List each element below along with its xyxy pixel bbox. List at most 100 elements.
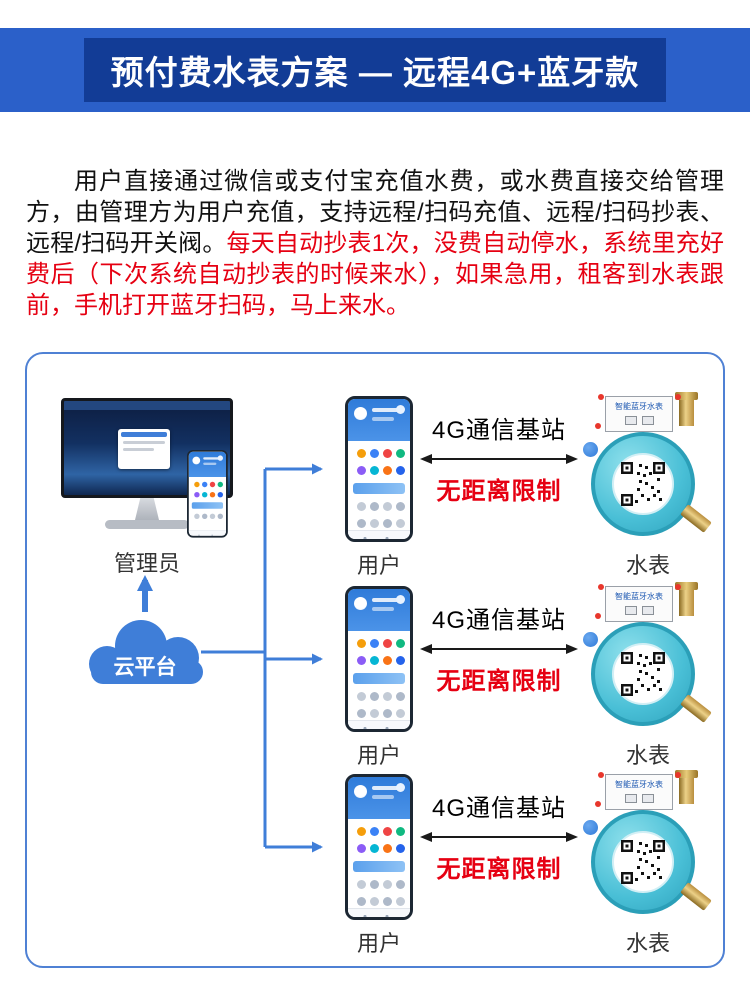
flow-row: 用户 4G通信基站 无距离限制 xyxy=(27,770,727,964)
flow-row: 用户 4G通信基站 无距离限制 xyxy=(27,582,727,776)
meter-label: 水表 xyxy=(625,931,670,956)
phone-navbar xyxy=(188,530,226,536)
phone-header xyxy=(348,399,410,441)
limit-label: 无距离限制 xyxy=(436,856,562,883)
window-titlebar xyxy=(121,432,167,437)
diagram-panel: 管理员 云平台 用户 4G通信基站 xyxy=(25,352,725,968)
station-label: 4G通信基站 xyxy=(431,607,566,634)
meter-label-plate: 智能蓝牙水表 xyxy=(605,586,673,622)
pipe-fitting-bottom xyxy=(680,882,712,911)
pipe-fitting-top xyxy=(675,392,698,426)
meter-brand-text: 智能蓝牙水表 xyxy=(615,780,663,789)
meter-brand-text: 智能蓝牙水表 xyxy=(615,592,663,601)
link-group: 4G通信基站 无距离限制 xyxy=(415,410,583,506)
pipe-fitting-bottom xyxy=(680,504,712,533)
station-label: 4G通信基站 xyxy=(431,417,566,444)
limit-label: 无距离限制 xyxy=(436,668,562,695)
phone-navbar xyxy=(348,720,410,729)
bluetooth-knob xyxy=(583,820,598,835)
cloud-icon: 云平台 xyxy=(89,620,203,684)
phone-navbar xyxy=(348,908,410,917)
meter-label-plate: 智能蓝牙水表 xyxy=(605,774,673,810)
phone-header xyxy=(348,589,410,631)
app-icon-row xyxy=(357,656,366,665)
user-phone xyxy=(345,396,413,542)
meter-face xyxy=(612,643,674,705)
screw-dot xyxy=(598,772,604,778)
admin-monitor xyxy=(61,398,233,548)
screw-dot xyxy=(675,584,681,590)
water-meter: 智能蓝牙水表 xyxy=(583,392,713,544)
monitor-stand xyxy=(135,498,159,520)
app-icon-row xyxy=(357,639,366,648)
text-line xyxy=(372,786,402,790)
badge-icon xyxy=(396,783,405,792)
pipe-fitting-top xyxy=(675,770,698,804)
qr-code xyxy=(621,652,665,696)
user-label: 用户 xyxy=(356,553,401,578)
phone-header xyxy=(348,777,410,819)
meter-face xyxy=(612,831,674,893)
user-label: 用户 xyxy=(356,931,401,956)
intro-text-black: 用户直接通过微信或支付宝充值水费，或水费直接交给管理方，由管理方为用户充值，支持… xyxy=(26,168,724,257)
meter-face xyxy=(612,453,674,515)
app-icon-row xyxy=(194,492,200,498)
text-line xyxy=(372,795,394,799)
meter-body xyxy=(591,810,695,914)
bluetooth-knob xyxy=(583,632,598,647)
app-icon-row xyxy=(357,844,366,853)
text-line xyxy=(372,598,402,602)
screw-dot xyxy=(675,772,681,778)
text-line xyxy=(372,417,394,421)
monitor-base xyxy=(105,520,189,529)
screw-dot xyxy=(675,394,681,400)
meter-label: 水表 xyxy=(625,553,670,578)
double-arrow-icon xyxy=(420,644,578,654)
admin-phone-mock xyxy=(187,450,228,538)
user-phone xyxy=(345,586,413,732)
intro-paragraph: 用户直接通过微信或支付宝充值水费，或水费直接交给管理方，由管理方为用户充值，支持… xyxy=(26,166,724,321)
flow-row: 用户 4G通信基站 无距离限制 xyxy=(27,392,727,586)
app-icon-row xyxy=(357,519,366,528)
meter-cert-icons xyxy=(606,794,672,803)
meter-label-plate: 智能蓝牙水表 xyxy=(605,396,673,432)
app-icon-row xyxy=(357,709,366,718)
screw-dot xyxy=(598,394,604,400)
app-icon-row xyxy=(357,449,366,458)
user-phone xyxy=(345,774,413,920)
meter-body xyxy=(591,622,695,726)
screw-dot xyxy=(595,423,601,429)
text-line xyxy=(372,607,394,611)
banner: 预付费水表方案 — 远程4G+蓝牙款 xyxy=(0,28,750,112)
screw-dot xyxy=(595,613,601,619)
monitor-topbar xyxy=(64,401,230,410)
page-title: 预付费水表方案 — 远程4G+蓝牙款 xyxy=(84,38,666,102)
station-label: 4G通信基站 xyxy=(431,795,566,822)
window-line xyxy=(123,441,165,444)
avatar-icon xyxy=(354,785,367,798)
admin-label: 管理员 xyxy=(113,551,180,576)
intro-text-red: 每天自动抄表1次，没费自动停水，系统里充好费后（下次系统自动抄表的时候来水），如… xyxy=(26,230,724,319)
user-label: 用户 xyxy=(356,743,401,768)
screw-dot xyxy=(598,584,604,590)
text-line xyxy=(203,462,217,465)
phone-header xyxy=(188,451,226,477)
meter-cert-icons xyxy=(606,606,672,615)
double-arrow-icon xyxy=(420,832,578,842)
app-icon-row xyxy=(194,513,200,519)
badge-icon xyxy=(396,405,405,414)
water-meter: 智能蓝牙水表 xyxy=(583,770,713,922)
pipe-fitting-bottom xyxy=(680,694,712,723)
phone-banner xyxy=(191,502,223,509)
limit-label: 无距离限制 xyxy=(436,478,562,505)
window-line xyxy=(123,448,155,451)
text-line xyxy=(203,457,222,460)
phone-banner xyxy=(353,483,405,494)
screw-dot xyxy=(595,801,601,807)
text-line xyxy=(372,408,402,412)
water-meter: 智能蓝牙水表 xyxy=(583,582,713,734)
link-group: 4G通信基站 无距离限制 xyxy=(415,788,583,884)
app-icon-row xyxy=(357,880,366,889)
avatar-icon xyxy=(354,597,367,610)
qr-code xyxy=(621,840,665,884)
